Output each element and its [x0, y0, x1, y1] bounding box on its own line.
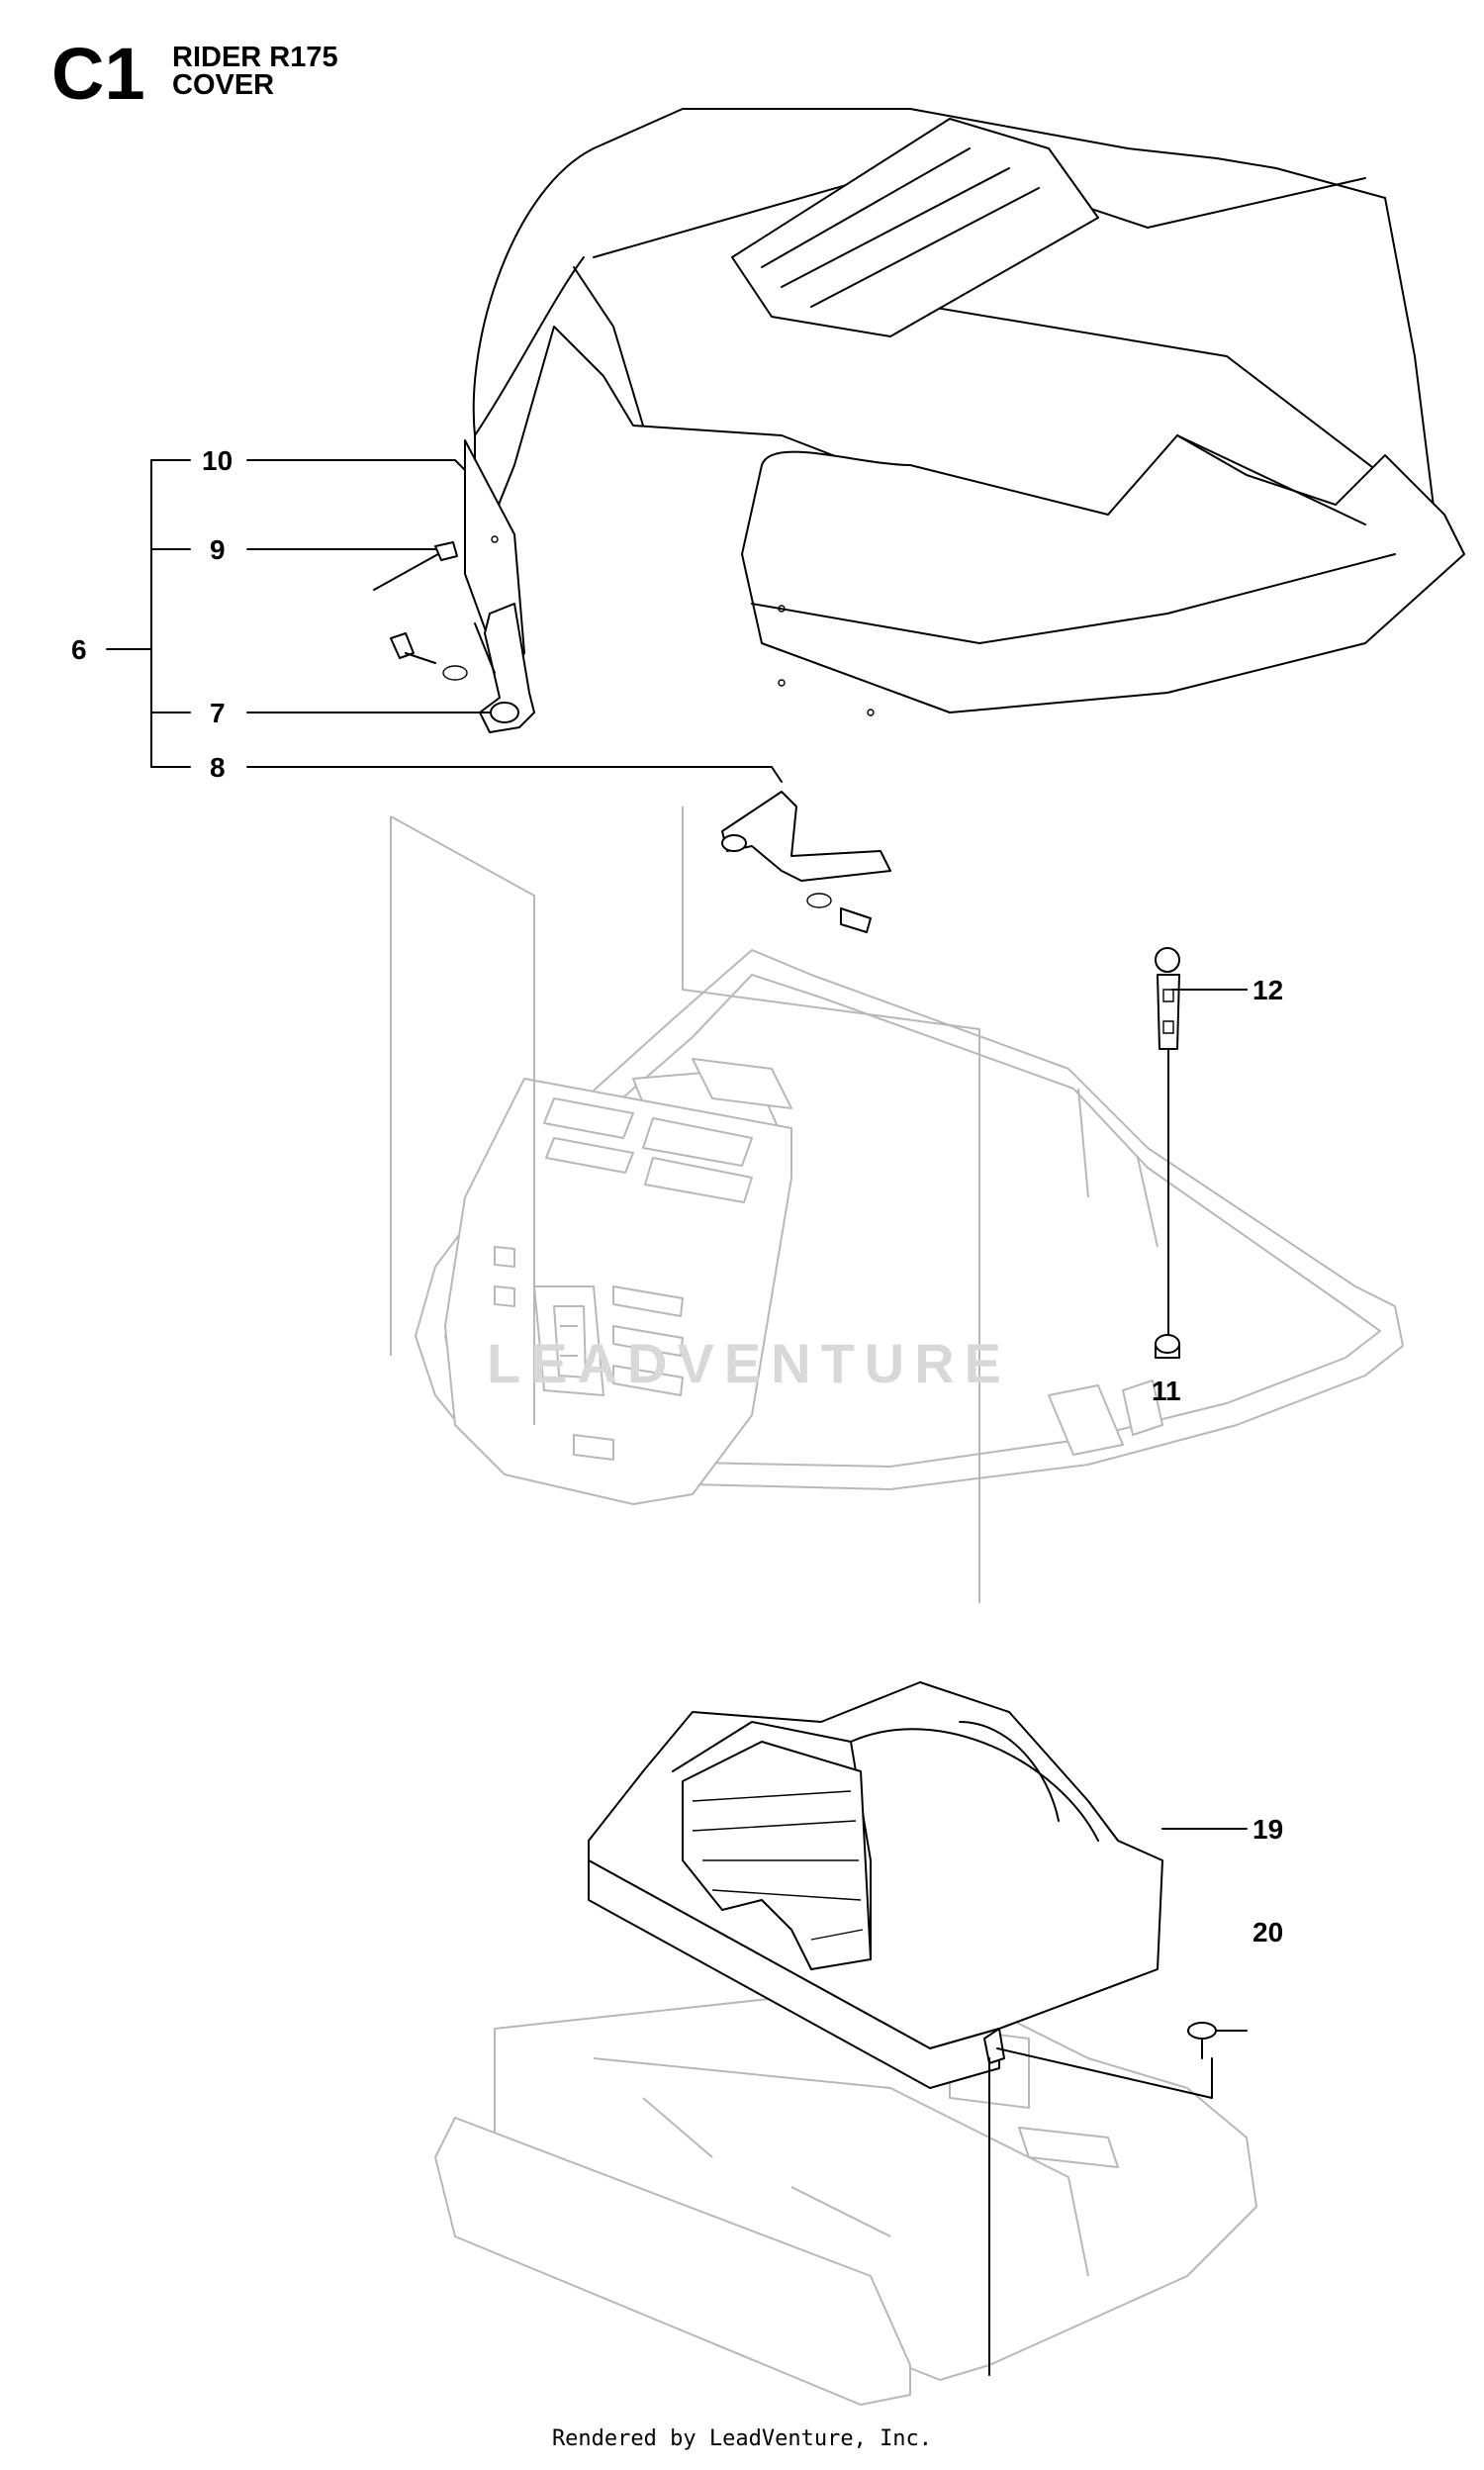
left-bracket: [390, 603, 535, 733]
screw: [1187, 2022, 1217, 2059]
callout-19: 19: [1252, 1814, 1284, 1845]
footer-credit: Rendered by LeadVenture, Inc.: [551, 2426, 933, 2451]
rivet: [373, 541, 458, 591]
grey-battery-housing: [444, 1078, 792, 1505]
right-bracket: [721, 791, 891, 933]
callout-20: 20: [1252, 1917, 1284, 1948]
model-name: RIDER R175: [172, 42, 338, 73]
callout-10: 10: [202, 445, 233, 476]
callout-7: 7: [210, 698, 226, 728]
leader-lines: [106, 459, 1248, 2376]
front-cover: [588, 1681, 1163, 2089]
prop-rod: [1155, 947, 1180, 1337]
callout-11: 11: [1152, 1376, 1181, 1406]
rubber-buffer: [1155, 1334, 1180, 1359]
cover-rear-side-panel: [464, 108, 1465, 716]
watermark: LEADVENTURE: [487, 1332, 1012, 1394]
section-name: COVER: [172, 69, 275, 101]
lower-chassis: [434, 1988, 1257, 2406]
callout-8: 8: [210, 752, 226, 783]
diagram-code: C1: [51, 33, 145, 115]
callout-6: 6: [71, 634, 87, 665]
callout-9: 9: [210, 534, 226, 565]
callout-12: 12: [1252, 975, 1284, 1005]
